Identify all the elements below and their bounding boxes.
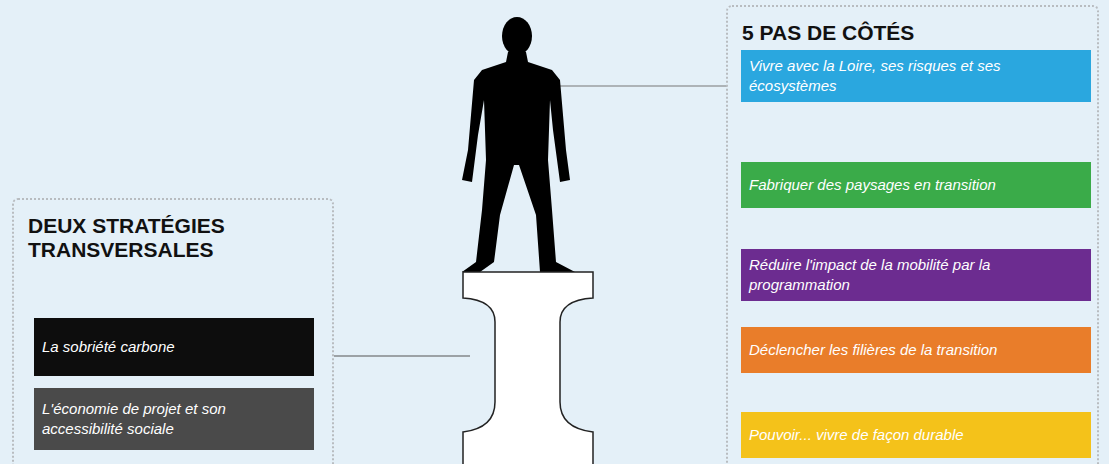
strategy-box: La sobriété carbone	[34, 318, 314, 376]
box-label: Pouvoir... vivre de façon durable	[749, 425, 964, 445]
box-label: Déclencher les filières de la transition	[749, 340, 997, 360]
box-label: Vivre avec la Loire, ses risques et ses …	[749, 56, 1083, 96]
box-label: Réduire l'impact de la mobilité par la p…	[749, 255, 1083, 295]
group-panel: 5 PAS DE CÔTÉS Vivre avec la Loire, ses r…	[726, 5, 1099, 464]
pedestal	[463, 272, 593, 464]
group-panel: DEUX STRATÉGIES TRANSVERSALES La sobriété…	[12, 198, 334, 464]
group-heading: 5 PAS DE CÔTÉS	[742, 21, 1083, 45]
strategy-box: Réduire l'impact de la mobilité par la p…	[741, 249, 1091, 301]
strategy-box: Vivre avec la Loire, ses risques et ses …	[741, 50, 1091, 102]
strategy-box: L'économie de projet et son accessibilit…	[34, 388, 314, 450]
strategy-box: Fabriquer des paysages en transition	[741, 162, 1091, 208]
person-silhouette	[462, 17, 575, 272]
group-heading: DEUX STRATÉGIES TRANSVERSALES	[28, 214, 318, 262]
box-label: La sobriété carbone	[42, 337, 175, 357]
box-label: Fabriquer des paysages en transition	[749, 175, 996, 195]
strategy-box: Déclencher les filières de la transition	[741, 327, 1091, 373]
leader-line	[334, 355, 470, 356]
strategy-box: Pouvoir... vivre de façon durable	[741, 412, 1091, 458]
box-label: L'économie de projet et son accessibilit…	[42, 399, 306, 439]
leader-line	[553, 85, 727, 86]
